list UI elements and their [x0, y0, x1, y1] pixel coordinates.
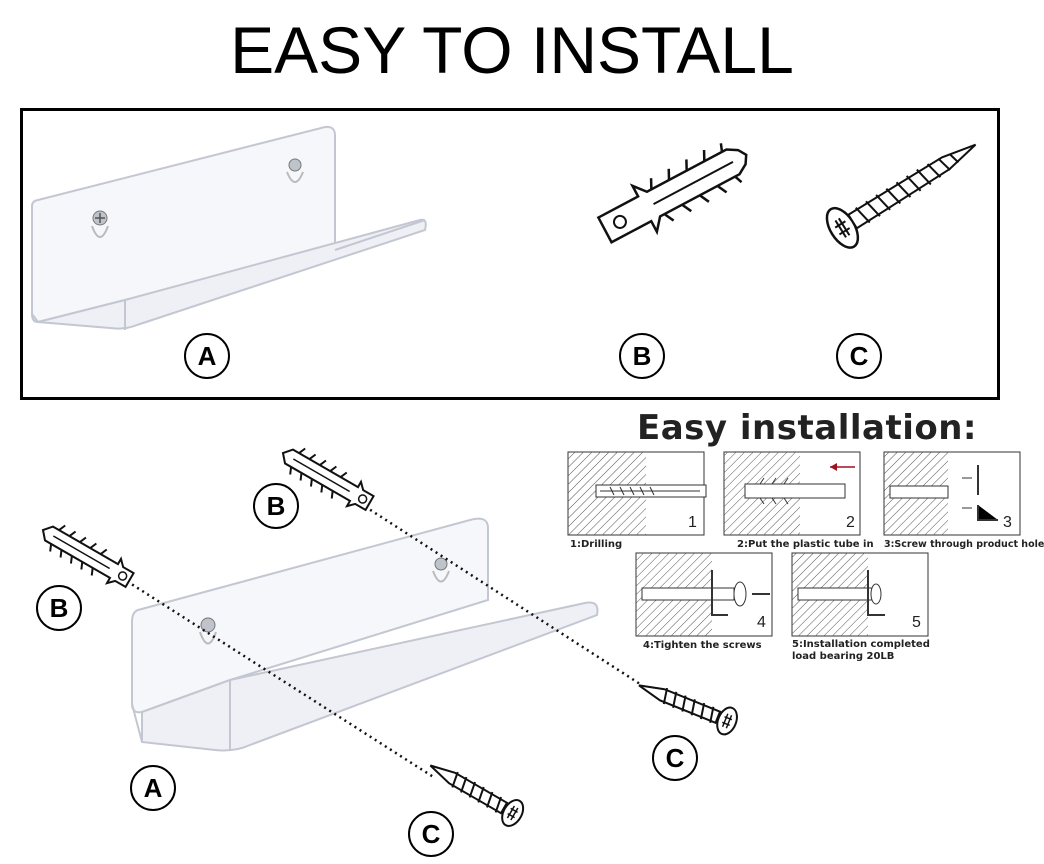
- dotted-guide-lines: [121, 498, 641, 780]
- step-2-caption: 2:Put the plastic tube in: [737, 539, 874, 550]
- anchor-part-b: [596, 143, 748, 244]
- screw-diagram-right: [638, 684, 738, 736]
- step-5-caption-line2: load bearing 20LB: [792, 651, 895, 662]
- step-1-number: 1: [688, 514, 697, 531]
- label-diagram-c-bottom: C: [408, 811, 454, 857]
- page-title: EASY TO INSTALL: [230, 13, 794, 87]
- label-diagram-c-right: C: [652, 735, 698, 781]
- shelf-diagram-a: [131, 517, 599, 752]
- step-3-caption: 3:Screw through product hole: [884, 539, 1044, 550]
- step-panel-4: [635, 552, 773, 637]
- label-part-c: C: [836, 333, 882, 379]
- parts-box: [20, 108, 1000, 400]
- step-3-number: 3: [1003, 514, 1012, 531]
- shelf-part-a: [31, 125, 427, 330]
- label-part-a: A: [184, 333, 230, 379]
- step-panel-5: [791, 552, 929, 637]
- anchor-diagram-top: [281, 447, 375, 512]
- label-diagram-b-top: B: [253, 483, 299, 529]
- label-diagram-b-left: B: [36, 585, 82, 631]
- step-5-number: 5: [912, 614, 921, 631]
- step-panel-1: [567, 451, 707, 536]
- installation-heading: Easy installation:: [637, 408, 978, 448]
- step-panel-3: [883, 451, 1021, 536]
- anchor-diagram-left: [41, 524, 135, 589]
- step-4-caption: 4:Tighten the screws: [643, 640, 762, 651]
- screw-part-c: [825, 143, 977, 249]
- step-1-caption: 1:Drilling: [570, 539, 623, 550]
- screw-diagram-bottom: [429, 764, 525, 827]
- label-diagram-a: A: [130, 765, 176, 811]
- step-2-number: 2: [846, 514, 855, 531]
- step-panel-2: [723, 451, 861, 536]
- label-part-b: B: [619, 333, 665, 379]
- step-5-caption-line1: 5:Installation completed: [792, 639, 930, 650]
- step-4-number: 4: [757, 614, 766, 631]
